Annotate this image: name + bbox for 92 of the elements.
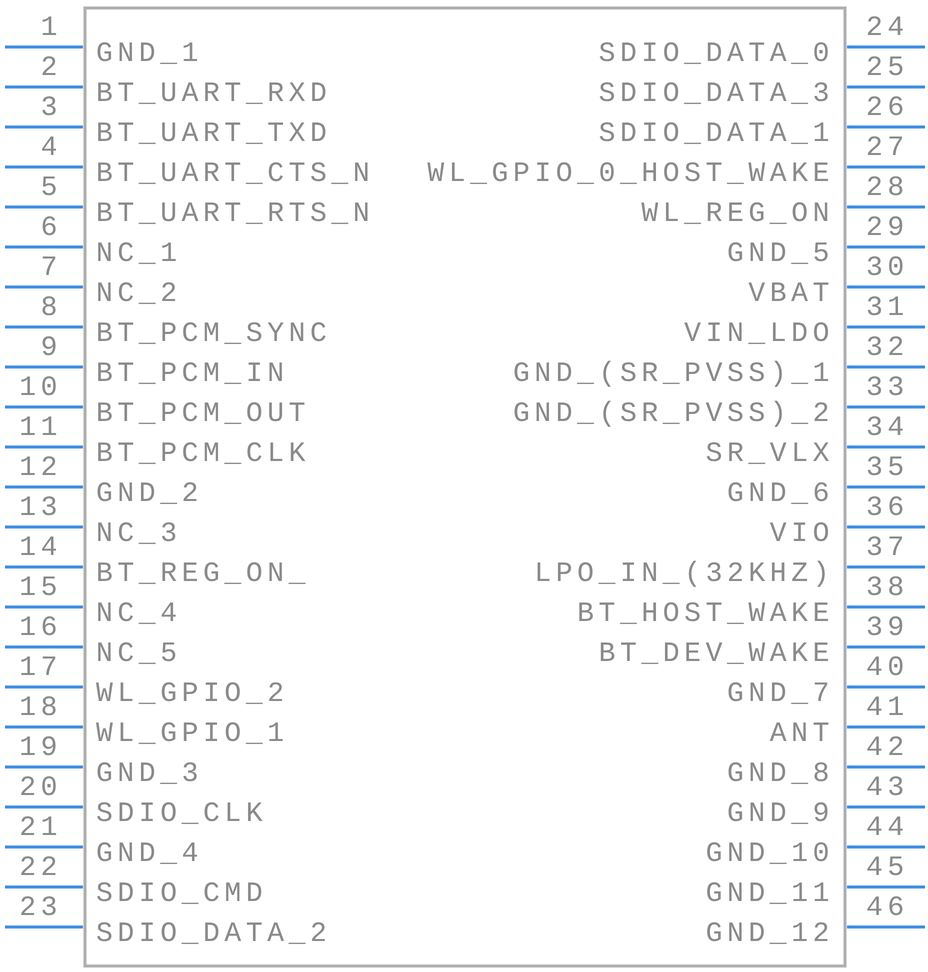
pin-number: 14	[19, 534, 62, 564]
pin-number: 37	[866, 534, 909, 564]
pin-number: 42	[866, 734, 909, 764]
pin-number: 46	[866, 894, 909, 924]
pin-name: GND_7	[726, 680, 834, 710]
pin-name: NC_2	[96, 280, 182, 310]
pin-name: BT_PCM_OUT	[96, 400, 310, 430]
pin-number: 10	[19, 374, 62, 404]
pin-number: 1	[40, 14, 62, 44]
pin-name: GND_6	[726, 480, 834, 510]
pin-number: 27	[866, 134, 909, 164]
pin-name: GND_3	[96, 760, 204, 790]
pin-number: 2	[40, 54, 62, 84]
pin-number: 16	[19, 614, 62, 644]
pin-name: WL_GPIO_0_HOST_WAKE	[427, 160, 834, 190]
pin-number: 7	[40, 254, 62, 284]
pin-number: 28	[866, 174, 909, 204]
pin-name: WL_REG_ON	[641, 200, 834, 230]
pin-name: SDIO_DATA_3	[598, 80, 834, 110]
pin-number: 35	[866, 454, 909, 484]
pin-name: BT_PCM_CLK	[96, 440, 310, 470]
pin-name: SDIO_DATA_0	[598, 40, 834, 70]
pin-number: 22	[19, 854, 62, 884]
pin-name: GND_9	[726, 800, 834, 830]
pin-number: 45	[866, 854, 909, 884]
pin-number: 5	[40, 174, 62, 204]
pin-name: BT_UART_TXD	[96, 120, 332, 150]
pin-number: 13	[19, 494, 62, 524]
pin-number: 40	[866, 654, 909, 684]
pin-number: 34	[866, 414, 909, 444]
pin-name: BT_DEV_WAKE	[598, 640, 834, 670]
pin-number: 25	[866, 54, 909, 84]
pin-name: GND_(SR_PVSS)_2	[512, 400, 834, 430]
pin-name: GND_1	[96, 40, 204, 70]
pin-number: 6	[40, 214, 62, 244]
pin-number: 24	[866, 14, 909, 44]
pin-number: 44	[866, 814, 909, 844]
pin-name: NC_5	[96, 640, 182, 670]
pin-name: SDIO_CLK	[96, 800, 268, 830]
pin-name: VIO	[770, 520, 834, 550]
pin-number: 31	[866, 294, 909, 324]
pin-number: 21	[19, 814, 62, 844]
pin-number: 9	[40, 334, 62, 364]
pin-name: BT_PCM_SYNC	[96, 320, 332, 350]
pin-name: WL_GPIO_2	[96, 680, 289, 710]
pin-number: 11	[19, 414, 62, 444]
pin-name: GND_2	[96, 480, 204, 510]
pin-number: 8	[40, 294, 62, 324]
pin-name: VIN_LDO	[684, 320, 834, 350]
pin-name: BT_UART_RXD	[96, 80, 332, 110]
pin-number: 26	[866, 94, 909, 124]
pin-name: NC_3	[96, 520, 182, 550]
pin-number: 43	[866, 774, 909, 804]
pin-number: 39	[866, 614, 909, 644]
pin-name: SDIO_DATA_1	[598, 120, 834, 150]
pin-name: WL_GPIO_1	[96, 720, 289, 750]
pin-number: 18	[19, 694, 62, 724]
pin-name: ANT	[770, 720, 834, 750]
pin-name: BT_REG_ON_	[96, 560, 310, 590]
pin-number: 12	[19, 454, 62, 484]
pin-number: 4	[40, 134, 62, 164]
pin-name: GND_8	[726, 760, 834, 790]
pin-name: BT_HOST_WAKE	[577, 600, 834, 630]
pin-number: 20	[19, 774, 62, 804]
pin-name: GND_4	[96, 840, 204, 870]
pin-name: GND_(SR_PVSS)_1	[512, 360, 834, 390]
pin-name: BT_UART_CTS_N	[96, 160, 374, 190]
pin-number: 33	[866, 374, 909, 404]
pin-number: 15	[19, 574, 62, 604]
pin-name: NC_1	[96, 240, 182, 270]
pin-name: NC_4	[96, 600, 182, 630]
pin-number: 23	[19, 894, 62, 924]
pin-name: VBAT	[748, 280, 834, 310]
pin-name: GND_11	[706, 880, 834, 910]
pin-number: 3	[40, 94, 62, 124]
pin-number: 17	[19, 654, 62, 684]
pin-name: SDIO_DATA_2	[96, 920, 332, 950]
pin-name: SDIO_CMD	[96, 880, 268, 910]
pin-number: 30	[866, 254, 909, 284]
pin-number: 41	[866, 694, 909, 724]
pin-name: GND_5	[726, 240, 834, 270]
pin-number: 19	[19, 734, 62, 764]
pin-name: LPO_IN_(32KHZ)	[534, 560, 834, 590]
pin-number: 38	[866, 574, 909, 604]
pin-name: GND_10	[706, 840, 834, 870]
pin-name: SR_VLX	[706, 440, 834, 470]
pin-number: 32	[866, 334, 909, 364]
pin-name: GND_12	[706, 920, 834, 950]
pin-number: 36	[866, 494, 909, 524]
pin-number: 29	[866, 214, 909, 244]
pin-name: BT_UART_RTS_N	[96, 200, 374, 230]
pin-name: BT_PCM_IN	[96, 360, 289, 390]
